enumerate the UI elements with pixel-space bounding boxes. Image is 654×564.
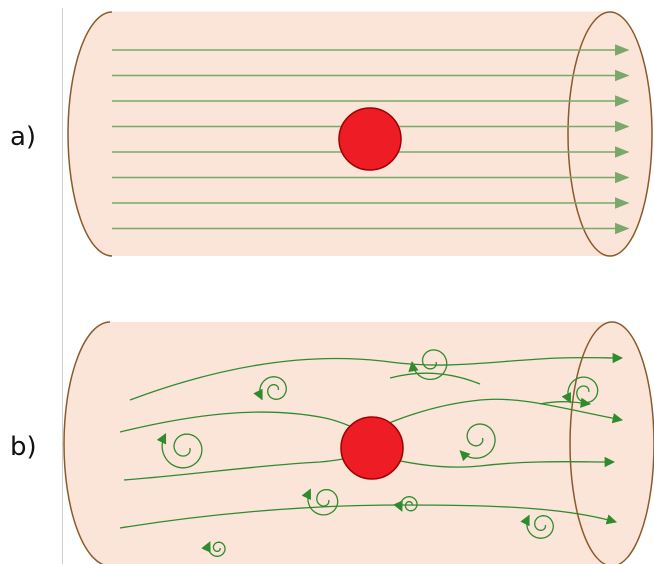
vortex-spiral xyxy=(156,432,203,469)
vortex-spiral xyxy=(393,496,418,512)
turbulent-streamline xyxy=(389,372,481,385)
turbulent-streamline xyxy=(129,352,624,401)
vortex-spiral xyxy=(561,376,599,404)
divider-line xyxy=(62,8,63,564)
panel-label-b: b) xyxy=(10,432,37,462)
vortex-spiral xyxy=(459,423,496,462)
sphere-b xyxy=(340,416,404,480)
vortex-spiral xyxy=(520,514,554,539)
vortices xyxy=(156,349,599,557)
vortex-spiral xyxy=(301,488,339,516)
vortex-spiral xyxy=(201,541,226,557)
panel-label-a: a) xyxy=(10,122,37,152)
vortex-spiral xyxy=(253,376,287,401)
sphere-a xyxy=(338,107,402,171)
vortex-spiral xyxy=(408,349,448,381)
